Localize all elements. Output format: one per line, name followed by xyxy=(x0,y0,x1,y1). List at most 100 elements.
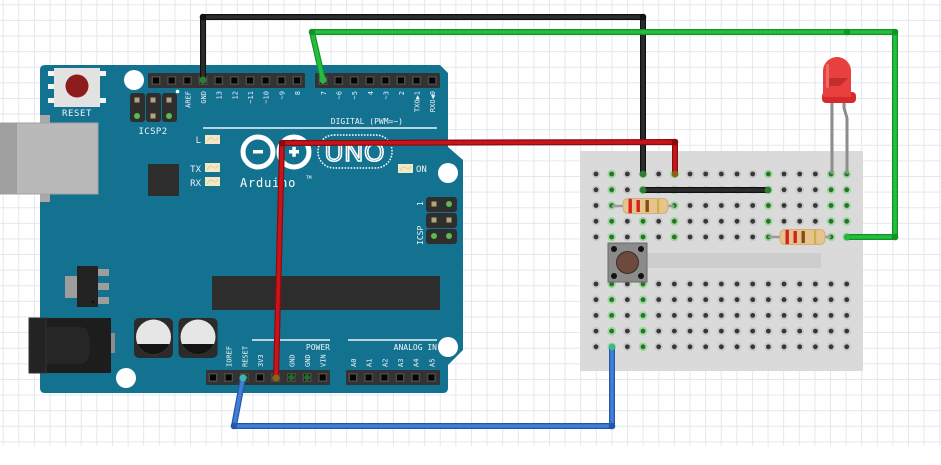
header-pin[interactable] xyxy=(224,373,234,382)
header-pin[interactable] xyxy=(318,373,328,382)
wire-endpoint[interactable] xyxy=(319,76,327,84)
breadboard-hole[interactable] xyxy=(748,279,757,289)
header-pin[interactable] xyxy=(134,97,140,103)
breadboard-hole[interactable] xyxy=(701,217,710,226)
header-pin[interactable] xyxy=(379,373,389,382)
breadboard-hole-connected[interactable] xyxy=(764,201,773,210)
breadboard-hole[interactable] xyxy=(591,169,601,179)
header-pin[interactable] xyxy=(364,373,374,382)
breadboard-hole[interactable] xyxy=(779,217,789,226)
breadboard-hole[interactable] xyxy=(779,201,789,210)
breadboard-hole[interactable] xyxy=(732,295,742,305)
breadboard-hole-connected[interactable] xyxy=(764,217,773,226)
wire-core[interactable] xyxy=(274,140,677,380)
breadboard-hole-connected[interactable] xyxy=(638,311,648,320)
reset-button-cap[interactable] xyxy=(65,74,89,98)
breadboard-hole[interactable] xyxy=(811,279,820,289)
breadboard-hole[interactable] xyxy=(811,295,820,305)
breadboard-hole[interactable] xyxy=(779,279,789,289)
header-pin[interactable] xyxy=(286,373,296,382)
breadboard-hole[interactable] xyxy=(685,232,695,242)
wire-endpoint[interactable] xyxy=(272,374,280,382)
breadboard-hole-connected[interactable] xyxy=(764,169,773,179)
breadboard-hole[interactable] xyxy=(717,169,726,179)
breadboard-hole[interactable] xyxy=(654,279,663,289)
breadboard-hole[interactable] xyxy=(591,311,601,320)
breadboard-hole[interactable] xyxy=(811,217,820,226)
header-pin[interactable] xyxy=(151,76,161,85)
wire-bendpoint[interactable] xyxy=(843,28,851,36)
header-pin[interactable] xyxy=(412,76,422,85)
header-pin[interactable] xyxy=(380,76,390,85)
header-pin-connected[interactable] xyxy=(446,201,452,207)
wire-endpoint[interactable] xyxy=(843,233,851,241)
breadboard-hole[interactable] xyxy=(811,201,820,210)
breadboard-hole[interactable] xyxy=(748,169,757,179)
wire-bendpoint[interactable] xyxy=(891,28,899,36)
breadboard-hole[interactable] xyxy=(842,311,852,320)
breadboard-hole-connected[interactable] xyxy=(607,169,616,179)
breadboard-hole[interactable] xyxy=(826,311,836,320)
breadboard-hole[interactable] xyxy=(654,217,663,226)
breadboard-hole-connected[interactable] xyxy=(842,201,852,210)
wire-reset[interactable] xyxy=(230,343,616,430)
header-pin-connected[interactable] xyxy=(134,113,140,119)
breadboard-hole[interactable] xyxy=(732,326,742,336)
breadboard-hole[interactable] xyxy=(623,169,632,179)
header-pin[interactable] xyxy=(431,201,437,207)
breadboard-hole[interactable] xyxy=(685,169,695,179)
header-pin[interactable] xyxy=(348,373,358,382)
breadboard-hole[interactable] xyxy=(591,201,601,210)
breadboard-hole[interactable] xyxy=(654,232,663,242)
header-pin[interactable] xyxy=(255,373,265,382)
header-pin[interactable] xyxy=(166,97,172,103)
breadboard-hole[interactable] xyxy=(764,295,773,305)
wire-endpoint[interactable] xyxy=(239,374,247,382)
header-pin[interactable] xyxy=(431,217,437,223)
breadboard-hole[interactable] xyxy=(717,326,726,336)
breadboard-hole[interactable] xyxy=(795,326,805,336)
breadboard-hole[interactable] xyxy=(717,311,726,320)
breadboard-hole[interactable] xyxy=(748,311,757,320)
pushbutton[interactable] xyxy=(607,242,648,283)
breadboard-hole[interactable] xyxy=(779,295,789,305)
breadboard-hole[interactable] xyxy=(591,342,601,352)
header-pin[interactable] xyxy=(349,76,359,85)
breadboard-hole[interactable] xyxy=(685,201,695,210)
breadboard-hole[interactable] xyxy=(623,311,632,320)
wire-endpoint[interactable] xyxy=(608,343,616,351)
breadboard-hole[interactable] xyxy=(591,232,601,242)
header-pin[interactable] xyxy=(208,373,218,382)
breadboard-hole-connected[interactable] xyxy=(607,295,616,305)
header-pin-connected[interactable] xyxy=(166,113,172,119)
wire-bendpoint[interactable] xyxy=(199,13,207,21)
breadboard-hole-connected[interactable] xyxy=(638,217,648,226)
breadboard-hole[interactable] xyxy=(623,232,632,242)
red-led[interactable] xyxy=(822,57,856,174)
breadboard-hole[interactable] xyxy=(685,295,695,305)
header-pin[interactable] xyxy=(229,76,239,85)
breadboard-hole[interactable] xyxy=(795,311,805,320)
breadboard-hole[interactable] xyxy=(795,342,805,352)
header-pin[interactable] xyxy=(411,373,421,382)
breadboard-hole[interactable] xyxy=(685,279,695,289)
breadboard-hole[interactable] xyxy=(826,326,836,336)
breadboard-hole[interactable] xyxy=(701,201,710,210)
breadboard-hole[interactable] xyxy=(748,342,757,352)
breadboard-hole[interactable] xyxy=(842,295,852,305)
breadboard-hole[interactable] xyxy=(654,311,663,320)
breadboard-hole-connected[interactable] xyxy=(826,201,836,210)
breadboard-hole[interactable] xyxy=(591,295,601,305)
breadboard-hole-connected[interactable] xyxy=(826,185,836,195)
breadboard-hole[interactable] xyxy=(732,217,742,226)
header-pin[interactable] xyxy=(446,217,452,223)
breadboard-hole[interactable] xyxy=(811,342,820,352)
resistor[interactable] xyxy=(611,198,675,214)
breadboard-hole[interactable] xyxy=(654,295,663,305)
breadboard-hole[interactable] xyxy=(795,185,805,195)
header-pin[interactable] xyxy=(245,76,255,85)
wire-endpoint[interactable] xyxy=(764,186,772,194)
breadboard-hole-connected[interactable] xyxy=(842,185,852,195)
header-pin[interactable] xyxy=(395,373,405,382)
breadboard-hole[interactable] xyxy=(701,295,710,305)
